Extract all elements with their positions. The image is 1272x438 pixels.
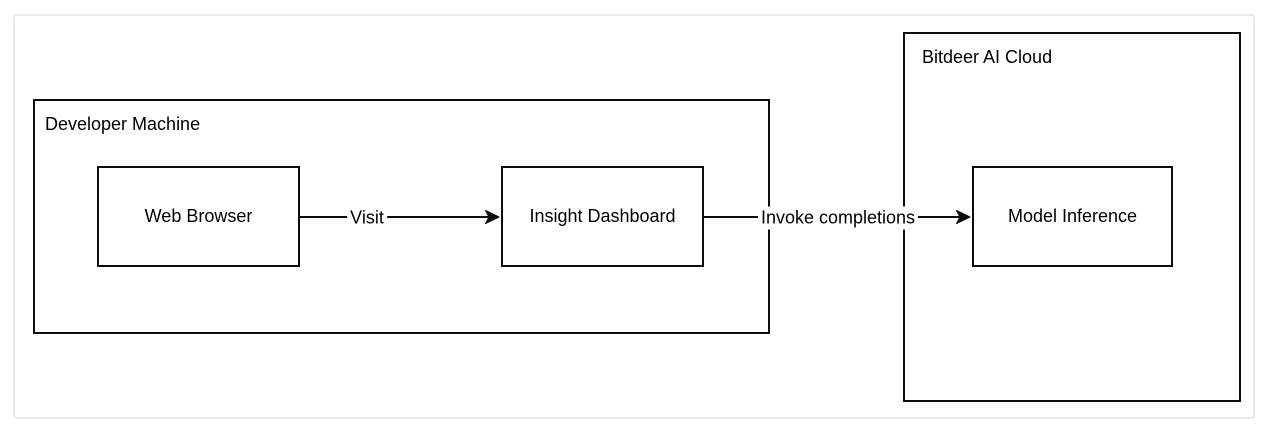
node-web-browser-label: Web Browser: [144, 206, 253, 226]
group-developer-machine-label: Developer Machine: [45, 114, 201, 134]
node-model-inference-label: Model Inference: [1007, 206, 1138, 226]
node-insight-dashboard: Insight Dashboard: [501, 166, 704, 267]
edge-label-invoke-completions: Invoke completions: [757, 206, 919, 230]
node-web-browser: Web Browser: [97, 166, 300, 267]
group-bitdeer-ai-cloud-label: Bitdeer AI Cloud: [922, 47, 1053, 67]
node-insight-dashboard-label: Insight Dashboard: [529, 206, 676, 226]
node-model-inference: Model Inference: [972, 166, 1173, 267]
edge-label-visit: Visit: [347, 206, 387, 230]
